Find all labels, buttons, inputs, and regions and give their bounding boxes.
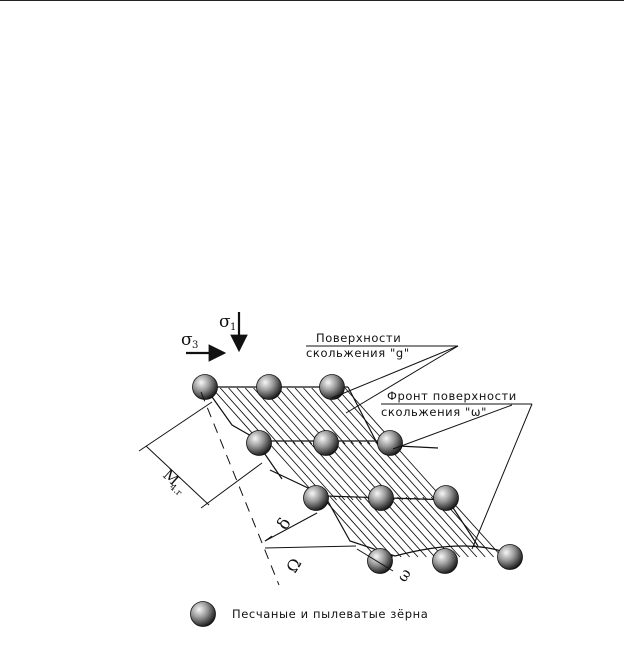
grains xyxy=(192,374,523,574)
slip-surfaces-leader xyxy=(306,345,459,414)
grain xyxy=(497,544,523,570)
hatch-line xyxy=(358,441,412,501)
hatch-line xyxy=(292,441,346,501)
hatch-line xyxy=(330,496,385,558)
sigma3-symbol: σ xyxy=(181,330,193,350)
grain xyxy=(246,430,272,456)
omega-lower-symbol: ω xyxy=(393,565,415,585)
legend: Песчаные и пылеватые зёрна xyxy=(190,601,428,627)
hatch-line xyxy=(405,496,461,558)
grain xyxy=(256,374,282,400)
m-dimension xyxy=(138,401,263,509)
hatch-line xyxy=(236,387,288,445)
grain xyxy=(313,430,339,456)
slip-surfaces-label-line2: скольжения "g" xyxy=(306,346,410,360)
hatch-line xyxy=(336,387,388,445)
hatch-line xyxy=(414,496,469,558)
omega-upper-symbol: Ω xyxy=(282,555,305,576)
omega-upper-dimension xyxy=(264,545,357,549)
hatch-line xyxy=(228,387,279,445)
hatch-line xyxy=(303,387,354,445)
slip-surfaces-label-line1: Поверхности xyxy=(316,331,401,345)
grain xyxy=(367,548,393,574)
hatch-line xyxy=(391,441,445,501)
legend-grain-icon xyxy=(190,601,216,627)
grain xyxy=(432,548,458,574)
delta-dimension xyxy=(264,512,318,542)
delta-symbol: δ xyxy=(273,514,295,533)
omega-lower-leader xyxy=(356,548,394,572)
hatch-line xyxy=(244,387,296,445)
hatch-line xyxy=(269,387,321,445)
hatch-line xyxy=(366,441,420,501)
front-leader xyxy=(381,403,533,550)
front-label-line1: Фронт поверхности xyxy=(387,389,517,403)
front-label-line2: скольжения "ω" xyxy=(381,405,487,419)
hatch-line xyxy=(300,441,354,501)
top-rule xyxy=(0,0,624,1)
hatch-line xyxy=(350,441,404,501)
hatch-line xyxy=(311,387,363,445)
grain xyxy=(319,374,345,400)
grain xyxy=(433,485,459,511)
hatch-line xyxy=(388,496,444,558)
hatch-line xyxy=(355,496,410,558)
grain xyxy=(377,430,403,456)
hatch-line xyxy=(338,496,394,558)
sigma1-subscript: 1 xyxy=(230,322,236,333)
grain xyxy=(368,485,394,511)
sigma3-subscript: 3 xyxy=(192,340,198,351)
dashed-axis xyxy=(200,391,280,586)
legend-text: Песчаные и пылеватые зёрна xyxy=(232,607,428,621)
grain xyxy=(303,485,329,511)
sigma1-symbol: σ xyxy=(219,312,231,332)
hatch-line xyxy=(447,496,503,558)
hatch-line xyxy=(422,496,478,558)
hatch-line xyxy=(294,387,346,445)
hatch-line xyxy=(346,496,402,558)
grain xyxy=(192,374,218,400)
hatch-line xyxy=(284,441,337,501)
